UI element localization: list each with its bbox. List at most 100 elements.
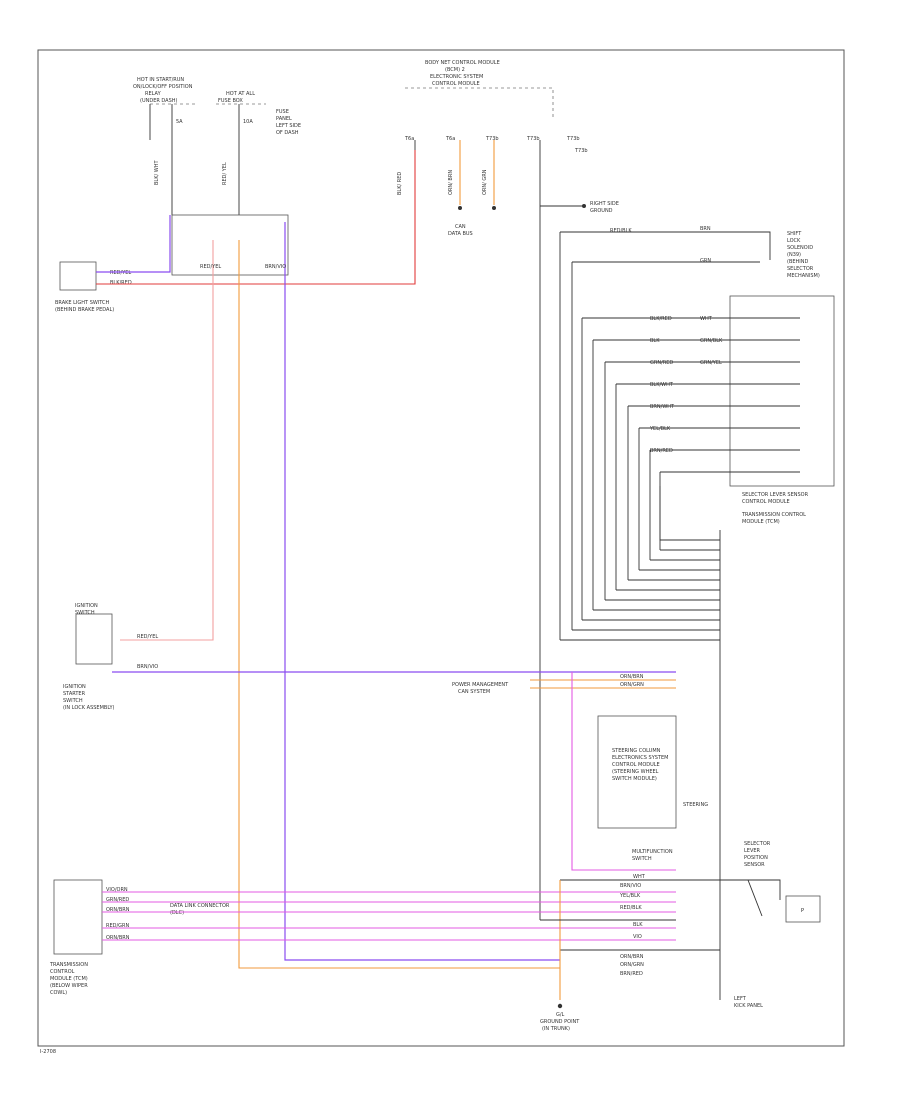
ign-relay-label-4: (UNDER DASH) [140, 98, 178, 104]
brake-wire-bot: BLK/RED [110, 280, 132, 286]
dlc-label-1: DATA LINK CONNECTOR [170, 903, 230, 909]
tcu-left-label: BLK/ RED [397, 172, 403, 195]
data-link-connector [53, 879, 103, 955]
brake-switch-box [59, 261, 97, 291]
icon-box-label: P [801, 908, 804, 914]
bw-7: ORN/BRN [620, 954, 644, 960]
bus2-label: ORN/GRN [620, 682, 644, 688]
purple-feed-long [284, 222, 560, 961]
page-code: I-2708 [40, 1049, 56, 1055]
brake-red-wire [96, 150, 416, 285]
selector-label-2: CONTROL MODULE [742, 499, 790, 505]
bottom-ground-3: (IN TRUNK) [542, 1026, 570, 1032]
brake-purple-wire [96, 215, 171, 273]
svg-text:RED/BLK: RED/BLK [610, 228, 632, 234]
tcu-pin-1: T6a [404, 136, 414, 142]
svg-text:GRN/YEL: GRN/YEL [700, 360, 722, 366]
fuse-box-4: OF DASH [276, 130, 299, 136]
data-bus-label-1: CAN [455, 224, 466, 230]
svg-text:BLK/RED: BLK/RED [650, 316, 672, 322]
switch-arm [747, 879, 763, 917]
selector-lines [559, 232, 800, 640]
bottom-ground-1: G/L [556, 1012, 565, 1018]
fuse-box-1: FUSE [276, 109, 289, 115]
orange-feed-long [238, 240, 560, 969]
hot-label-1: HOT AT ALL [226, 91, 255, 97]
switch-wire [720, 879, 781, 900]
ign-red-label: RED/YEL [137, 634, 158, 640]
shift-lock-solenoid: SHIFT LOCK SOLENOID (N39) (BEHIND SELECT… [560, 231, 820, 279]
ign-keylock-2: SWITCH [75, 610, 95, 616]
sel-f-4: SENSOR [744, 862, 765, 868]
right-ground-1: RIGHT SIDE [590, 201, 619, 207]
ign-purple-label: BRN/VIO [137, 664, 158, 670]
svg-text:BRN: BRN [700, 226, 711, 232]
bw-8: ORN/GRN [620, 962, 644, 968]
brake-switch-label-1: BRAKE LIGHT SWITCH [55, 300, 110, 306]
tcu-label-3: ELECTRONIC SYSTEM [430, 74, 483, 80]
svg-text:BLK: BLK [650, 338, 660, 344]
fuse-a-wire-label: BLK/ WHT [154, 160, 160, 185]
fuse-box-3: LEFT SIDE [276, 123, 301, 129]
svg-text:BRN/WHT: BRN/WHT [650, 404, 675, 410]
dlc-wire-1: VIO/ORN [106, 887, 128, 893]
hot-label-2: FUSE BOX [218, 98, 243, 104]
solenoid-label-6: SELECTOR [787, 266, 814, 272]
tcm-box-2: CONTROL [50, 969, 75, 975]
dlc-wire-bundle [102, 891, 676, 941]
ground-label-2: KICK PANEL [734, 1003, 763, 1009]
data-bus-label-2: DATA BUS [448, 231, 473, 237]
ign-keylock-1: IGNITION [75, 603, 98, 609]
solenoid-label-1: SHIFT [787, 231, 802, 237]
svg-text:GRN: GRN [700, 258, 711, 264]
dlc-wire-2: GRN/RED [106, 897, 129, 903]
fuse-b-amp: 10A [243, 119, 253, 125]
svg-text:BLK/WHT: BLK/WHT [650, 382, 674, 388]
tcm-box-1: TRANSMISSION [49, 962, 88, 968]
ign-relay-label-2: ON/LOCK/OFF POSITION [133, 84, 193, 90]
tcu-pin-2: T6a [445, 136, 455, 142]
solenoid-label-7: MECHANISM) [787, 273, 820, 279]
multi-func-1: STEERING COLUMN [612, 748, 661, 754]
dlc-wire-4: RED/GRN [106, 923, 130, 929]
multi-func-5: SWITCH MODULE) [612, 776, 657, 782]
tcu-pin-3: T73b [485, 136, 499, 142]
bw-9: BRN/RED [620, 971, 643, 977]
bw-5: BLK [633, 922, 643, 928]
relay-out-label-2: BRN/VIO [265, 264, 286, 270]
svg-text:YEL/BLK: YEL/BLK [649, 426, 671, 432]
fuse-b-wire-label: RED/ YEL [222, 162, 228, 185]
bottom-ground-2: GROUND POINT [540, 1019, 580, 1025]
bw-6: VIO [633, 934, 642, 940]
selector-label-1: SELECTOR LEVER SENSOR [742, 492, 809, 498]
tcm-wire-bundle [560, 530, 721, 1000]
solenoid-label-4: (N39) [787, 252, 801, 258]
ignition-red-feed [120, 240, 214, 641]
bw-3: YEL/BLK [619, 893, 641, 899]
control-module-top: BODY NET CONTROL MODULE (BCM) 2 ELECTRON… [404, 60, 588, 154]
solenoid-label-5: (BEHIND [787, 259, 809, 265]
ign-relay-label-1: HOT IN START/RUN [137, 77, 184, 83]
svg-text:BRN/RED: BRN/RED [650, 448, 673, 454]
brake-switch-label-2: (BEHIND BRAKE PEDAL) [55, 307, 114, 313]
tcu-outline [405, 87, 554, 120]
ground-label-1: LEFT [734, 996, 747, 1002]
magenta-steering-wire [571, 672, 676, 871]
tcu-label-1: BODY NET CONTROL MODULE [425, 60, 500, 66]
junction-1 [458, 206, 462, 210]
fuse-a-amp: 5A [176, 119, 183, 125]
power-mgmt-sub: CAN SYSTEM [458, 689, 490, 695]
bottom-ground-dot [557, 1003, 563, 1009]
svg-text:GRN/BLK: GRN/BLK [700, 338, 723, 344]
brake-wire-top: RED/YEL [110, 270, 131, 276]
tcu-pin-4: T73b [526, 136, 540, 142]
ignition-fuse-block: HOT IN START/RUN ON/LOCK/OFF POSITION RE… [133, 77, 301, 276]
icon-box [785, 895, 821, 923]
multi-func-4: (STEERING WHEEL [612, 769, 659, 775]
svg-text:GRN/RED: GRN/RED [650, 360, 673, 366]
bw-4: RED/BLK [620, 905, 642, 911]
power-mgmt-label: POWER MANAGEMENT [452, 682, 509, 688]
ign-starter-4: (IN LOCK ASSEMBLY) [63, 705, 115, 711]
